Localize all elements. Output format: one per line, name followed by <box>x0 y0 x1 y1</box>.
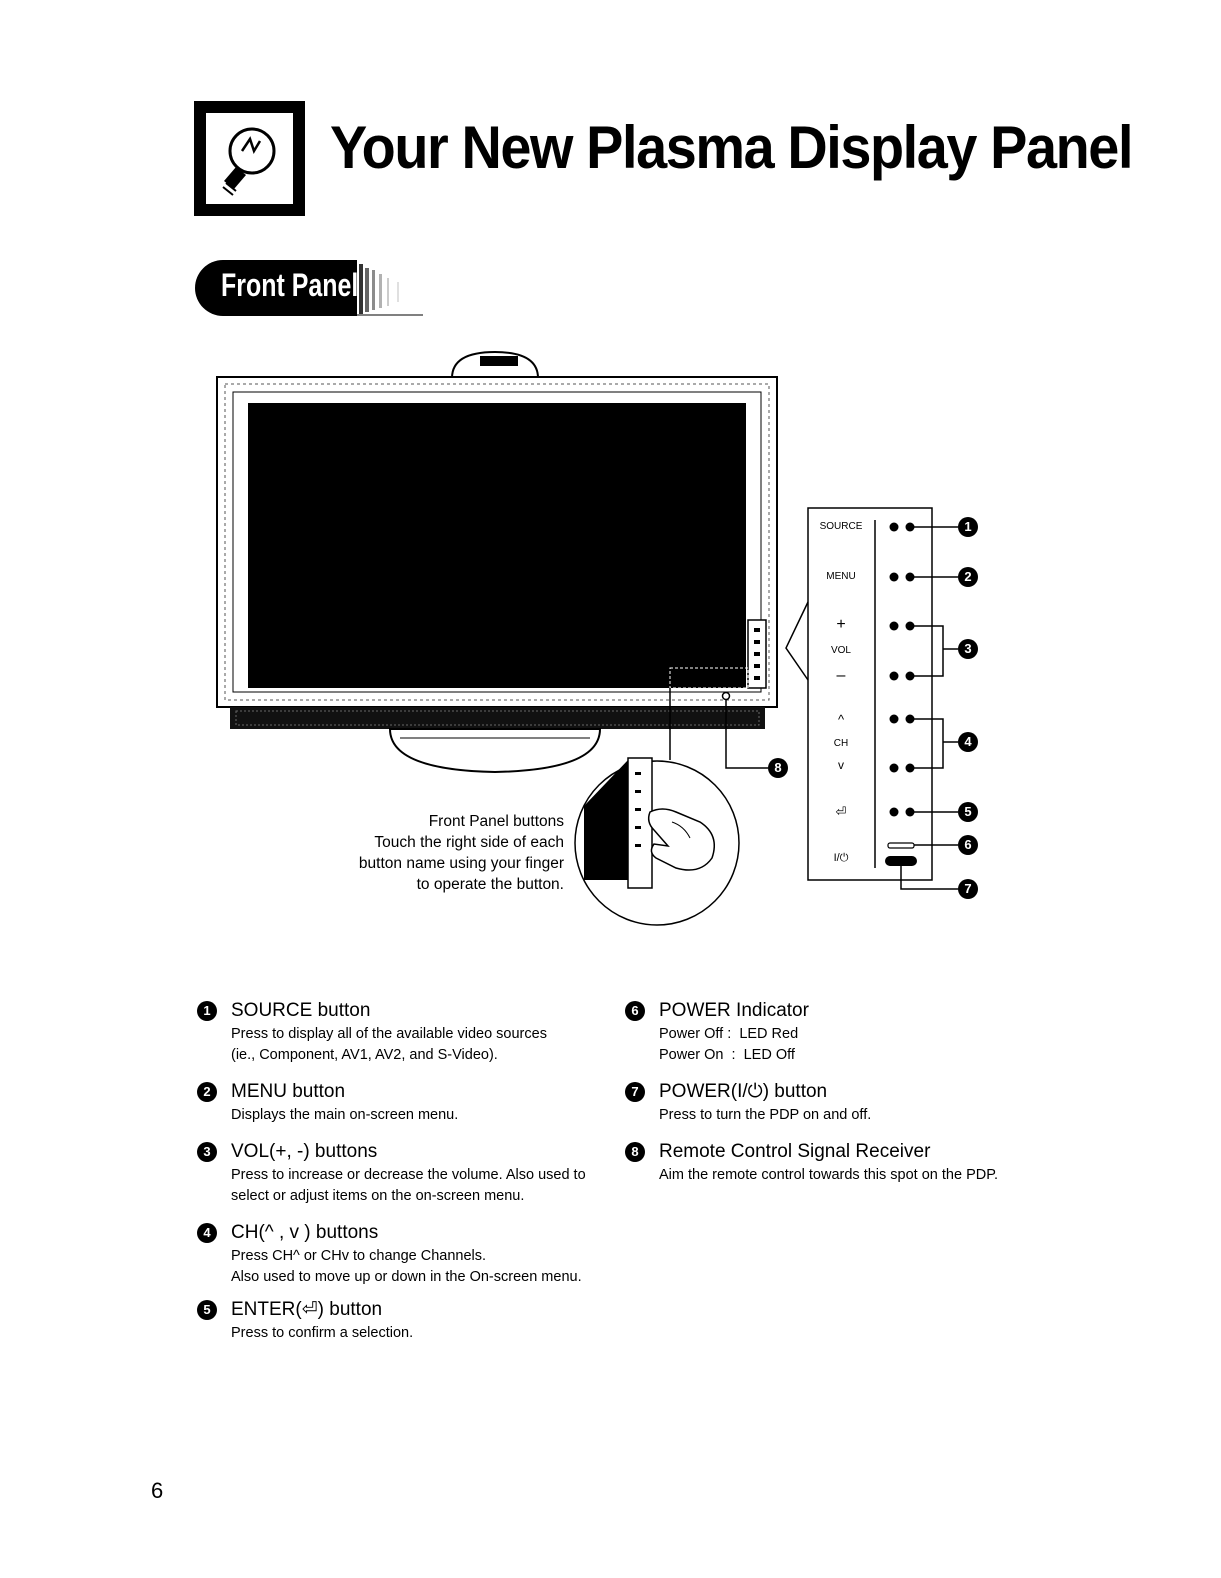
item-title: POWER(I/⏻) button <box>659 1081 828 1102</box>
item-title: CH(^ , v ) buttons <box>231 1222 379 1243</box>
item-number-badge: 4 <box>197 1223 217 1243</box>
item-title: SOURCE button <box>231 1000 371 1021</box>
item-title: VOL(+, -) buttons <box>231 1141 378 1162</box>
panel-label-ch: CH <box>833 738 849 749</box>
item-line: Displays the main on-screen menu. <box>231 1107 459 1123</box>
item-line: (ie., Component, AV1, AV2, and S-Video). <box>231 1047 498 1063</box>
item-title: MENU button <box>231 1081 346 1102</box>
item-source-button: 1 SOURCE button Press to display all of t… <box>197 1000 637 1066</box>
tv-front-panel-diagram <box>216 350 958 926</box>
marker-4: 4 <box>958 732 978 752</box>
panel-label-power: I/⏻ <box>833 852 849 864</box>
item-line: Press to confirm a selection. <box>231 1325 414 1341</box>
item-menu-button: 2 MENU button Displays the main on-screen… <box>197 1081 637 1126</box>
marker-7: 7 <box>958 879 978 899</box>
page-number: 6 <box>151 1478 164 1503</box>
page-title: Your New Plasma Display Panel <box>330 114 1133 181</box>
item-line: Also used to move up or down in the On-s… <box>231 1269 582 1285</box>
item-line: Aim the remote control towards this spot… <box>659 1167 999 1183</box>
item-line: Power On : LED Off <box>659 1047 795 1063</box>
section-banner: Front Panel <box>195 260 423 316</box>
marker-2: 2 <box>958 567 978 587</box>
item-number-badge: 8 <box>625 1142 645 1162</box>
item-line: Press CH^ or CHv to change Channels. <box>231 1248 487 1264</box>
marker-1: 1 <box>958 517 978 537</box>
callout-line: button name using your finger <box>358 855 564 872</box>
item-number-badge: 5 <box>197 1300 217 1320</box>
panel-label-vol-plus: + <box>836 616 846 633</box>
panel-label-vol-minus: – <box>836 667 846 684</box>
item-number-badge: 6 <box>625 1001 645 1021</box>
item-title: ENTER(⏎) button <box>231 1299 383 1320</box>
panel-label-ch-up: ^ <box>837 712 845 727</box>
panel-label-menu: MENU <box>826 571 856 582</box>
front-panel-callout: Front Panel buttons Touch the right side… <box>300 811 564 895</box>
item-number-badge: 1 <box>197 1001 217 1021</box>
marker-8: 8 <box>768 758 788 778</box>
panel-label-source: SOURCE <box>819 521 863 532</box>
item-power-button: 7 POWER(I/⏻) button Press to turn the PDP… <box>625 1081 1065 1126</box>
callout-line: to operate the button. <box>416 876 564 893</box>
marker-6: 6 <box>958 835 978 855</box>
marker-5: 5 <box>958 802 978 822</box>
item-number-badge: 2 <box>197 1082 217 1102</box>
panel-label-enter: ⏎ <box>835 804 847 819</box>
panel-label-vol: VOL <box>830 645 851 656</box>
item-enter-button: 5 ENTER(⏎) button Press to confirm a sele… <box>197 1299 637 1344</box>
section-title: Front Panel <box>221 267 359 303</box>
item-vol-buttons: 3 VOL(+, -) buttons Press to increase or … <box>197 1141 637 1207</box>
lightbulb-icon <box>194 101 305 216</box>
item-title: Remote Control Signal Receiver <box>659 1141 931 1162</box>
item-number-badge: 7 <box>625 1082 645 1102</box>
item-number-badge: 3 <box>197 1142 217 1162</box>
item-title: POWER Indicator <box>659 1000 809 1021</box>
callout-line: Front Panel buttons <box>428 813 564 830</box>
item-ch-buttons: 4 CH(^ , v ) buttons Press CH^ or CHv to … <box>197 1222 637 1288</box>
item-line: Press to turn the PDP on and off. <box>659 1107 872 1123</box>
item-line: Press to display all of the available vi… <box>231 1026 547 1042</box>
item-line: select or adjust items on the on-screen … <box>231 1188 525 1204</box>
panel-label-ch-down: v <box>838 758 844 772</box>
item-remote-receiver: 8 Remote Control Signal Receiver Aim the … <box>625 1141 1065 1186</box>
callout-line: Touch the right side of each <box>374 834 564 851</box>
marker-3: 3 <box>958 639 978 659</box>
item-line: Press to increase or decrease the volume… <box>231 1167 586 1183</box>
item-line: Power Off : LED Red <box>659 1026 799 1042</box>
